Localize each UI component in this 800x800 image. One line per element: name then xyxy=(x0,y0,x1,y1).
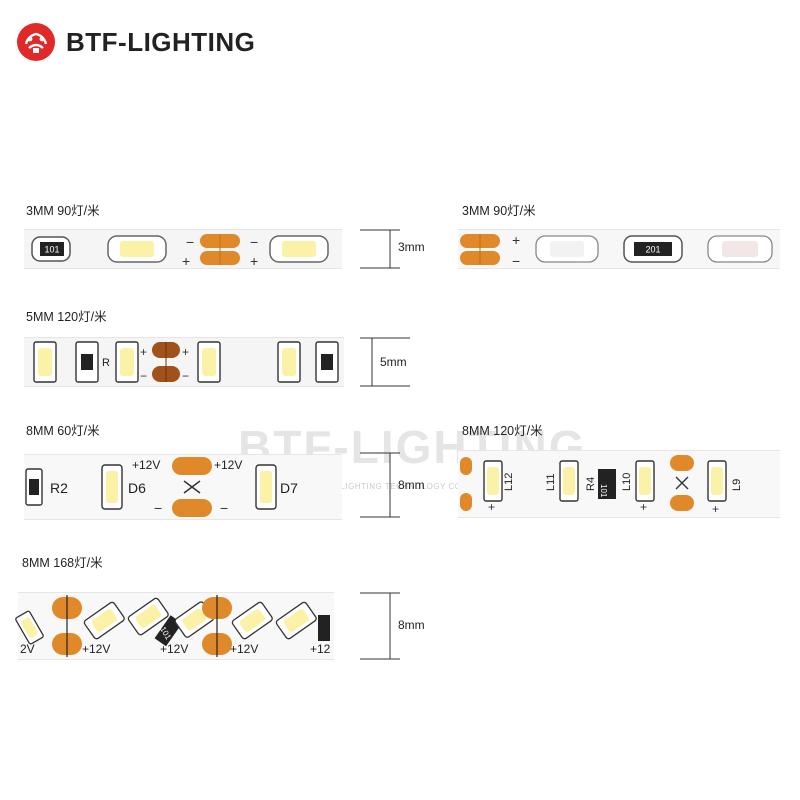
l9-label: L9 xyxy=(731,479,743,491)
dimension-8mm-60 xyxy=(360,452,400,518)
l12-label: L12 xyxy=(503,473,515,491)
strip-5mm-image: R + − + − xyxy=(24,337,344,387)
svg-text:+: + xyxy=(140,345,147,359)
v-left-label: 2V xyxy=(20,642,35,656)
strip-8mm-60-image: R2 D6 +12V +12V − − D7 xyxy=(24,454,342,520)
dimension-3mm-label: 3mm xyxy=(398,240,425,254)
btf-logo-icon xyxy=(17,23,55,61)
svg-text:+: + xyxy=(712,502,719,516)
resistor-code: 101 xyxy=(44,245,59,255)
d6-label: D6 xyxy=(128,480,146,496)
svg-text:+: + xyxy=(182,253,190,269)
svg-text:−: − xyxy=(154,500,162,516)
v2-168-label: +12V xyxy=(160,642,188,656)
v4-168-label: +12 xyxy=(310,642,331,656)
strip-5mm-label: 5MM 120灯/米 xyxy=(26,310,107,324)
strip-8mm-120-label: 8MM 120灯/米 xyxy=(462,424,543,438)
dimension-3mm xyxy=(360,229,400,269)
svg-text:+: + xyxy=(640,500,647,514)
strip-3mm-graphic: 101 − + − + xyxy=(31,234,329,269)
strip-8mm-60-label: 8MM 60灯/米 xyxy=(26,424,100,438)
strip-3mm-b-graphic: + − 201 xyxy=(460,232,773,269)
d7-label: D7 xyxy=(280,480,298,496)
l10-label: L10 xyxy=(621,473,633,491)
dimension-5mm-label: 5mm xyxy=(380,355,407,369)
svg-text:+: + xyxy=(512,232,520,248)
strip-3mm-image: 101 − + − + xyxy=(24,229,342,269)
brand-name: BTF-LIGHTING xyxy=(66,26,256,57)
svg-text:−: − xyxy=(220,500,228,516)
strip-8mm-168-graphic: 101 2V +12V +12V +12V +12 xyxy=(15,595,331,657)
dimension-5mm xyxy=(360,337,410,387)
r2-label: R2 xyxy=(50,480,68,496)
dimension-8mm-168 xyxy=(360,592,400,660)
strip-5mm-graphic: R + − + − xyxy=(33,341,339,383)
v1-168-label: +12V xyxy=(82,642,110,656)
strip-8mm-60-graphic: R2 D6 +12V +12V − − D7 xyxy=(25,457,298,517)
l11-label: L11 xyxy=(545,473,557,491)
resistor-label: R xyxy=(102,357,110,369)
strip-8mm-120-graphic: L12 + L11 R4 101 L10 + L9 + xyxy=(460,455,743,516)
svg-text:−: − xyxy=(140,369,147,383)
v1-label: +12V xyxy=(132,458,160,472)
strip-3mm-label: 3MM 90灯/米 xyxy=(26,204,100,218)
dimension-8mm-60-label: 8mm xyxy=(398,478,425,492)
resistor-code-b: 201 xyxy=(645,245,660,255)
svg-text:+: + xyxy=(250,253,258,269)
strip-8mm-168-label: 8MM 168灯/米 xyxy=(22,556,103,570)
strip-8mm-168-image: 101 2V +12V +12V +12V +12 xyxy=(15,592,334,660)
svg-text:−: − xyxy=(512,253,520,269)
svg-text:−: − xyxy=(182,369,189,383)
resistor-code-8mm: 101 xyxy=(599,484,608,498)
brand-header: BTF-LIGHTING xyxy=(16,22,255,62)
strip-3mm-b-image: + − 201 xyxy=(458,229,780,269)
strip-8mm-120-image: L12 + L11 R4 101 L10 + L9 + xyxy=(458,450,780,518)
watermark-subtitle: SHENZHEN BTF-LIGHTING TECHNOLOGY CO.,LTD xyxy=(270,482,483,491)
dimension-8mm-168-label: 8mm xyxy=(398,618,425,632)
svg-text:−: − xyxy=(250,234,258,250)
r4-label: R4 xyxy=(585,477,597,491)
v3-168-label: +12V xyxy=(230,642,258,656)
svg-text:−: − xyxy=(186,234,194,250)
v2-label: +12V xyxy=(214,458,242,472)
svg-text:+: + xyxy=(488,500,495,514)
strip-3mm-b-label: 3MM 90灯/米 xyxy=(462,204,536,218)
svg-text:+: + xyxy=(182,345,189,359)
